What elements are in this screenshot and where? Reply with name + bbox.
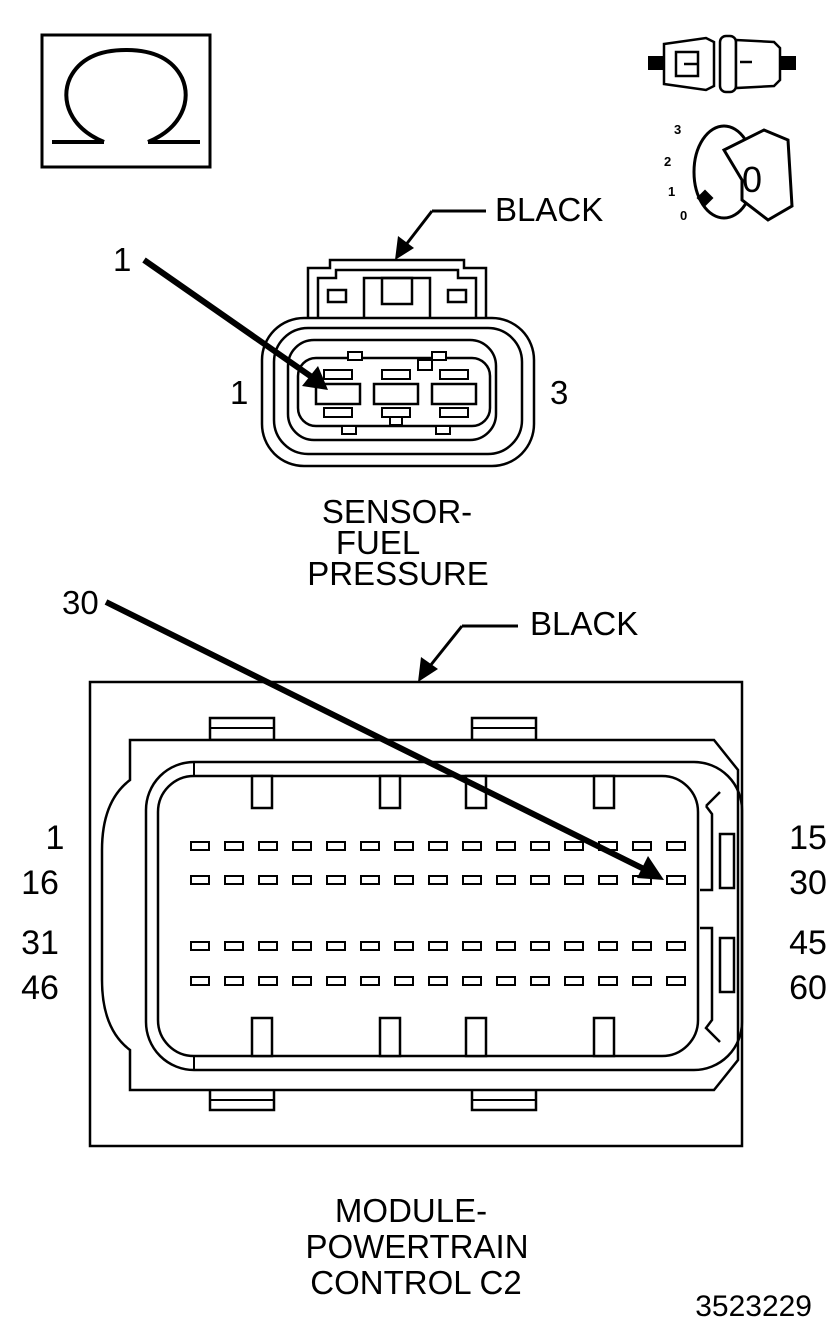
pcm-pin-cavity — [530, 841, 550, 851]
pcm-pin-left-16: 16 — [21, 864, 59, 902]
sensor-name-line-3: PRESSURE — [307, 555, 489, 592]
pcm-pin-cavity — [530, 941, 550, 951]
pcm-pin-cavity — [360, 875, 380, 885]
pcm-pin-cavity — [598, 941, 618, 951]
pcm-pin-cavity — [258, 841, 278, 851]
pcm-pin-cavity — [326, 976, 346, 986]
pcm-pin-cavity — [632, 976, 652, 986]
pcm-pin-cavity — [394, 976, 414, 986]
pcm-pin-cavity — [224, 875, 244, 885]
pcm-color-label: BLACK — [530, 605, 638, 642]
pcm-pin-cavity — [564, 976, 584, 986]
pcm-pin-cavity — [428, 875, 448, 885]
pcm-pin-cavity — [462, 875, 482, 885]
pcm-pin-cavity — [360, 976, 380, 986]
pcm-pin-cavity — [190, 941, 210, 951]
pcm-pin-cavity — [394, 941, 414, 951]
sensor-callout-label: 1 — [113, 241, 131, 278]
pcm-pin-cavity — [428, 841, 448, 851]
pcm-name-line-1: MODULE- — [335, 1192, 487, 1229]
pcm-pin-cavity — [564, 841, 584, 851]
pcm-pin-left-1: 1 — [46, 819, 65, 857]
ignition-pos-3: 3 — [674, 122, 681, 137]
pcm-pin-cavity — [496, 976, 516, 986]
sensor-pin-right: 3 — [550, 374, 568, 411]
pcm-pin-cavity — [496, 941, 516, 951]
pcm-pin-cavity — [462, 941, 482, 951]
sensor-color-label: BLACK — [495, 191, 603, 228]
pcm-pin-cavity — [326, 841, 346, 851]
pcm-pin-cavity — [360, 941, 380, 951]
pcm-connector — [88, 680, 744, 1148]
pcm-name-line-2: POWERTRAIN — [305, 1228, 528, 1265]
pcm-pin-left-31: 31 — [21, 924, 59, 962]
sensor-pin-left: 1 — [230, 374, 248, 411]
pcm-pin-cavity — [428, 941, 448, 951]
pcm-pin-cavity — [496, 841, 516, 851]
connector-disconnect-icon — [648, 34, 796, 94]
pcm-pin-cavity — [190, 875, 210, 885]
pcm-color-callout — [418, 624, 518, 682]
pcm-pin-cavity — [190, 976, 210, 986]
pcm-pin-cavity — [564, 875, 584, 885]
pcm-pin-cavities — [190, 841, 686, 986]
pcm-pin-cavity — [666, 875, 686, 885]
pcm-pin-cavity — [258, 941, 278, 951]
pcm-pin-cavity — [462, 976, 482, 986]
pcm-pin-cavity — [224, 976, 244, 986]
pcm-pin-right-60: 60 — [789, 969, 827, 1007]
pcm-pin-cavity — [530, 976, 550, 986]
pcm-pin-cavity — [394, 875, 414, 885]
sensor-name-line-2: FUEL — [336, 524, 420, 561]
pcm-pin-right-45: 45 — [789, 924, 827, 962]
pcm-pin-cavity — [326, 941, 346, 951]
pcm-pin-cavity — [564, 941, 584, 951]
sensor-pin-callout — [142, 257, 328, 390]
pcm-pin-cavity — [258, 875, 278, 885]
pcm-pin-left-46: 46 — [21, 969, 59, 1007]
pcm-name-line-3: CONTROL C2 — [310, 1264, 521, 1301]
pcm-pin-cavity — [224, 841, 244, 851]
pcm-pin-cavity — [666, 941, 686, 951]
sensor-color-callout — [395, 209, 486, 260]
pcm-pin-cavity — [326, 875, 346, 885]
pcm-pin-cavity — [598, 976, 618, 986]
ignition-pos-0: 0 — [680, 208, 687, 223]
pcm-pin-cavity — [292, 976, 312, 986]
pcm-pin-right-30: 30 — [789, 864, 827, 902]
pcm-pin-callout — [104, 599, 664, 880]
ohm-icon — [40, 33, 212, 169]
ignition-key-icon: 3 2 1 0 0 — [664, 122, 794, 223]
pcm-pin-cavity — [190, 841, 210, 851]
pcm-pin-cavity — [292, 941, 312, 951]
ignition-pos-1: 1 — [668, 184, 675, 199]
pcm-pin-cavity — [394, 841, 414, 851]
pcm-pin-cavity — [666, 976, 686, 986]
pcm-pin-cavity — [258, 976, 278, 986]
pcm-pin-cavity — [496, 875, 516, 885]
pcm-pin-cavity — [462, 841, 482, 851]
pcm-callout-label: 30 — [62, 584, 99, 621]
pcm-pin-cavity — [632, 941, 652, 951]
pcm-pin-cavity — [292, 875, 312, 885]
pcm-pin-cavity — [428, 976, 448, 986]
ignition-pos-2: 2 — [664, 154, 671, 169]
pcm-pin-cavity — [360, 841, 380, 851]
pcm-pin-cavity — [224, 941, 244, 951]
pcm-pin-cavity — [292, 841, 312, 851]
pcm-pin-cavity — [530, 875, 550, 885]
pcm-pin-cavity — [666, 841, 686, 851]
sensor-name-line-1: SENSOR- — [322, 493, 472, 530]
ignition-key-label: 0 — [742, 159, 762, 200]
pcm-pin-cavity — [598, 875, 618, 885]
pcm-pin-right-15: 15 — [789, 819, 827, 857]
pcm-pin-cavity — [632, 841, 652, 851]
sensor-connector — [260, 258, 536, 468]
figure-number: 3523229 — [695, 1290, 812, 1323]
